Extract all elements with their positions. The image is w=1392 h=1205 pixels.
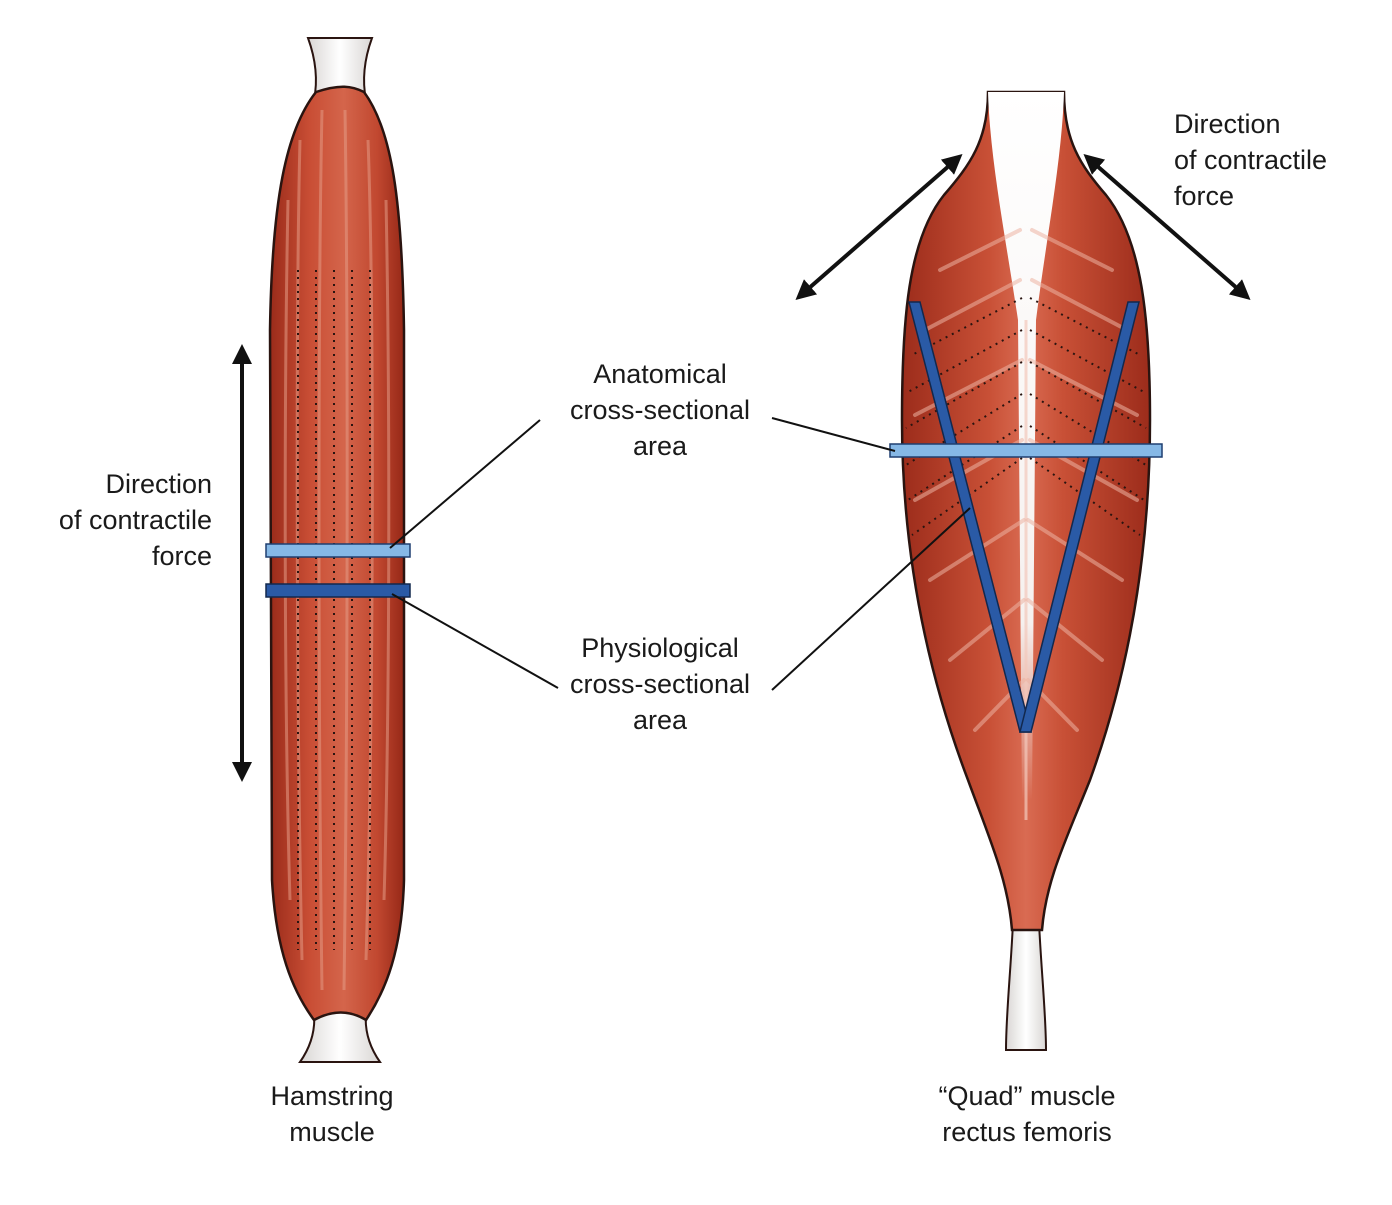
quad-physiological-bar-right <box>1019 301 1140 733</box>
anatomical-leader-right <box>771 417 896 452</box>
anatomical-label: Anatomical cross-sectional area <box>569 359 751 461</box>
double-headed-arrow-icon <box>795 154 963 300</box>
left-direction-label: Direction of contractile force <box>58 469 212 571</box>
physiological-label: Physiological cross-sectional area <box>569 633 751 735</box>
hamstring-label: Hamstring muscle <box>270 1081 394 1147</box>
quad-label: “Quad” muscle rectus femoris <box>938 1081 1116 1147</box>
physiological-leader-left <box>391 593 559 689</box>
hamstring-anatomical-bar <box>265 543 411 558</box>
quad-muscle <box>889 90 1163 1051</box>
double-headed-arrow-icon <box>1083 154 1251 300</box>
physiological-leader-right <box>771 507 971 691</box>
quad-anatomical-bar <box>889 443 1163 458</box>
hamstring-muscle <box>265 37 411 1063</box>
quad-bottom-tendon <box>1004 899 1048 1051</box>
right-direction-label: Direction of contractile force <box>1174 109 1328 211</box>
hamstring-physiological-bar <box>265 583 411 598</box>
anatomical-leader-left <box>389 419 541 549</box>
